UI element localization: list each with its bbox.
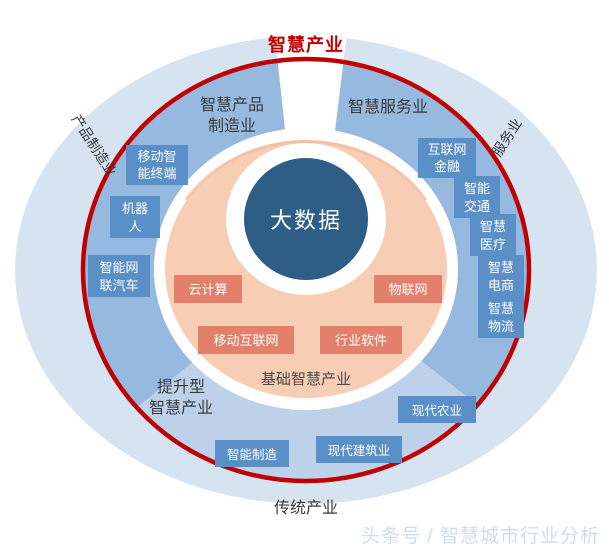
box-line-1: 智能网 [99,260,138,275]
salmon-inner-arc [184,140,428,201]
box-line-2: 人 [128,219,141,234]
box-smart-transportation[interactable]: 智能 交通 [454,176,500,218]
diagram-title: 智慧产业 [268,34,344,55]
box-label: 移动互联网 [213,333,278,348]
box-label: 云计算 [188,282,227,297]
box-intelligent-connected-vehicle[interactable]: 智能网 联汽车 [88,255,150,297]
sector-label-smart-product-manufacturing: 智慧产品 制造业 [200,96,264,135]
box-line-2: 物流 [488,319,514,334]
box-robot[interactable]: 机器 人 [110,196,160,238]
box-label: 行业软件 [335,333,387,348]
box-intelligent-manufacturing[interactable]: 智能制造 [215,440,289,467]
box-cloud-computing[interactable]: 云计算 [174,275,242,303]
box-line-2: 能终端 [137,166,176,181]
red-boundary-circle [80,56,532,484]
box-smart-logistics[interactable]: 智慧 物流 [478,296,524,338]
box-line-2: 电商 [488,278,514,293]
sector-label-upgrading-smart-industry: 提升型 智慧产业 [149,378,213,417]
box-smart-healthcare[interactable]: 智慧 医疗 [470,214,516,256]
box-label: 现代农业 [412,404,462,418]
sector-line-2: 制造业 [208,117,256,135]
sector-line-1: 提升型 [157,378,205,396]
box-label: 现代建筑业 [328,443,391,458]
box-line-2: 交通 [464,199,490,214]
box-label: 智能制造 [227,447,278,462]
box-mobile-smart-terminal[interactable]: 移动智 能终端 [126,145,188,185]
box-line-2: 医疗 [480,237,506,252]
box-label: 物联网 [388,282,427,297]
box-internet-finance[interactable]: 互联网 金融 [418,138,476,178]
box-line-1: 智能 [464,181,490,196]
bottom-label: 传统产业 [274,499,338,517]
base-industry-label: 基础智慧产业 [261,370,351,388]
center-label: 大数据 [270,208,342,233]
box-line-2: 金融 [434,159,460,174]
sector-line-1: 智慧产品 [200,96,264,114]
box-mobile-internet[interactable]: 移动互联网 [198,326,294,354]
box-line-1: 移动智 [137,149,176,164]
box-modern-agriculture[interactable]: 现代农业 [398,396,476,423]
box-industry-software[interactable]: 行业软件 [320,326,402,354]
box-line-1: 智慧 [488,260,514,275]
box-line-1: 智慧 [488,301,514,316]
box-line-1: 机器 [122,201,148,216]
box-line-1: 互联网 [427,142,466,157]
box-modern-construction[interactable]: 现代建筑业 [316,436,402,463]
sector-line-2: 智慧产业 [149,399,213,417]
watermark: 头条号 / 智慧城市行业分析 [361,525,600,547]
box-internet-of-things[interactable]: 物联网 [374,275,442,303]
box-smart-ecommerce[interactable]: 智慧 电商 [478,255,524,297]
big-data-circle [244,158,368,280]
box-line-2: 联汽车 [99,278,138,293]
sector-label-smart-service-industry: 智慧服务业 [348,98,428,116]
box-line-1: 智慧 [480,219,506,234]
